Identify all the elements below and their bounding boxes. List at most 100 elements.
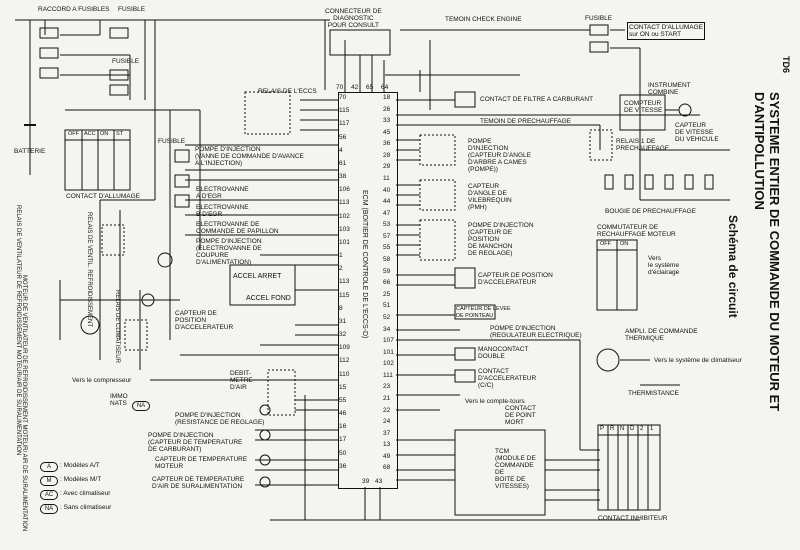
switch-position-label: ON — [100, 131, 109, 137]
label-capteur-angle: CAPTEUR D'ANGLE DE VILEBREQUIN (PMH) — [468, 183, 512, 211]
legend-symbol: NA — [40, 504, 58, 514]
switch-position-label: OFF — [68, 131, 79, 137]
ecm-right-pin: 18 — [383, 94, 391, 101]
ecm-right-pin: 34 — [383, 326, 391, 333]
label-egr-a: ELECTROVANNE A D'EGR — [196, 186, 249, 200]
ecm-left-pin: 55 — [339, 397, 347, 404]
ecm-left-pin: 115 — [339, 107, 350, 114]
ecm-right-pin: 102 — [383, 360, 394, 367]
label-batterie: BATTERIE — [14, 148, 46, 155]
ecm-right-pin: 29 — [383, 163, 391, 170]
ecm-right-pin: 33 — [383, 117, 391, 124]
label-ampli-thermique: AMPLI. DE COMMANDE THERMIQUE — [625, 328, 698, 342]
label-instrument-combine: INSTRUMENT COMBINE — [648, 82, 691, 96]
label-fusible-4: FUSIBLE — [585, 15, 613, 22]
gear-position-label: N — [620, 426, 625, 432]
ecm-left-pin: 15 — [339, 384, 347, 391]
ecm-left-pin: 106 — [339, 186, 350, 193]
label-debitmetre: DEBIT- METRE D'AIR — [230, 370, 253, 391]
ecm-bottom-pin: 39 — [362, 478, 370, 485]
label-pompe-manchon: POMPE D'INJECTION (CAPTEUR DE POSITION D… — [468, 222, 534, 257]
ecm-right-pin: 58 — [383, 256, 391, 263]
legend-text: : Modèles A/T — [60, 462, 100, 469]
label-compteur-vitesse: COMPTEUR DE VITESSE — [624, 100, 663, 114]
page-title: SYSTEME ENTIER DE COMMANDE DU MOTEUR ET … — [752, 92, 782, 412]
ecm-left-pin: 70 — [339, 94, 347, 101]
ecm-right-pin: 36 — [383, 140, 391, 147]
commutateur-label: OFF — [600, 241, 611, 247]
label-relais-prechauffage: RELAIS 1 DE PRECHAUFFAGE — [616, 138, 670, 152]
ecm-right-pin: 37 — [383, 430, 391, 437]
label-vers-compresseur: Vers le compresseur — [72, 377, 132, 384]
ecm-right-pin: 49 — [383, 453, 391, 460]
ecm-right-pin: 25 — [383, 291, 391, 298]
label-relais-climatiseur: RELAIS DE CLIMATISEUR — [114, 290, 120, 363]
label-contact-allumage-on: CONTACT D'ALLUMAGE sur ON ou START — [627, 22, 705, 40]
ecm-right-pin: 57 — [383, 233, 391, 240]
ecm-top-pin: 65 — [366, 84, 374, 91]
switch-position-label: ST — [116, 131, 124, 137]
label-capteur-vitesse: CAPTEUR DE VITESSE DU VEHICULE — [675, 122, 719, 143]
ecm-right-pin: 22 — [383, 407, 391, 414]
gear-position-label: 2 — [640, 426, 644, 432]
ecm-right-pin: 59 — [383, 268, 391, 275]
ecm-left-pin: 101 — [339, 239, 350, 246]
label-fusible-2: FUSIBLE — [112, 58, 140, 65]
legend-symbol: AC — [40, 490, 58, 500]
legend-text: : Modèles M/T — [60, 476, 102, 483]
label-relais-ventilateur: RELAIS DE VENTILATEUR DE REFROIDISSEMENT… — [15, 205, 21, 456]
label-manocontact: MANOCONTACT DOUBLE — [478, 346, 529, 360]
label-connecteur-diagnostic: CONNECTEUR DE DIAGNOSTIC POUR CONSULT — [325, 8, 382, 29]
ecm-right-pin: 51 — [383, 302, 391, 309]
label-vers-eclairage: Vers le système d'éclairage — [648, 255, 680, 276]
label-relais-eccs: RELAIS DE L'ECCS — [258, 88, 317, 95]
ecm-left-pin: 50 — [339, 450, 347, 457]
label-pompe-resistance: POMPE D'INJECTION (RESISTANCE DE REGLAGE… — [175, 412, 265, 426]
ecm-left-pin: 110 — [339, 371, 350, 378]
label-pompe-angle: POMPE D'INJECTION (CAPTEUR D'ANGLE D'ARB… — [468, 138, 532, 173]
ecm-right-pin: 21 — [383, 395, 391, 402]
label-fusible-3: FUSIBLE — [158, 138, 186, 145]
label-compte-tours: Vers le compte-tours — [465, 398, 525, 405]
label-pompe-temp-carburant: POMPE D'INJECTION (CAPTEUR DE TEMPERATUR… — [148, 432, 243, 453]
label-tcm: TCM (MODULE DE COMMANDE DE BOITE DE VITE… — [495, 448, 536, 490]
label-contact-point-mort: CONTACT DE POINT MORT — [505, 405, 536, 426]
gear-position-label: R — [610, 426, 615, 432]
ecm-label: ECM (BOITIER DE CONTROLE DE L'ECCS-D) — [361, 190, 368, 339]
symbol-na: NA — [132, 401, 150, 411]
ecm-right-pin: 45 — [383, 129, 391, 136]
ecm-right-pin: 24 — [383, 418, 391, 425]
ecm-right-pin: 107 — [383, 337, 394, 344]
ecm-right-pin: 23 — [383, 383, 391, 390]
ecm-left-pin: 113 — [339, 199, 350, 206]
ecm-left-pin: 109 — [339, 344, 350, 351]
ecm-right-pin: 44 — [383, 198, 391, 205]
label-temoin-prechauffage: TEMOIN DE PRECHAUFFAGE — [480, 118, 572, 125]
ecm-left-pin: 46 — [339, 410, 347, 417]
label-electrovanne-coupure: POMPE D'INJECTION (ELECTROVANNE DE COUPU… — [196, 238, 262, 266]
label-accel-arret: ACCEL ARRET — [233, 273, 282, 280]
label-thermistance: THERMISTANCE — [628, 390, 679, 397]
commutateur-label: ON — [620, 241, 629, 247]
label-fusible-1: FUSIBLE — [118, 6, 146, 13]
ecm-left-pin: 38 — [339, 173, 347, 180]
legend-text: : Sans climatiseur — [60, 504, 112, 511]
label-bougie-prechauffage: BOUGIE DE PRECHAUFFAGE — [605, 208, 697, 215]
ecm-left-pin: 32 — [339, 331, 347, 338]
ecm-left-pin: 1 — [339, 252, 343, 259]
ecm-left-pin: 36 — [339, 463, 347, 470]
ecm-top-pin: 70 — [336, 84, 344, 91]
ecm-top-pin: 42 — [351, 84, 359, 91]
gear-position-label: 1 — [650, 426, 654, 432]
ecm-left-pin: 103 — [339, 226, 350, 233]
ecm-right-pin: 47 — [383, 210, 391, 217]
ecm-right-pin: 55 — [383, 244, 391, 251]
ecm-left-pin: 17 — [339, 436, 347, 443]
label-papillon: ELECTROVANNE DE COMMANDE DE PAPILLON — [196, 221, 279, 235]
commutateur-off-on: OFF ON — [598, 241, 636, 249]
ecm-right-pin: 66 — [383, 279, 391, 286]
